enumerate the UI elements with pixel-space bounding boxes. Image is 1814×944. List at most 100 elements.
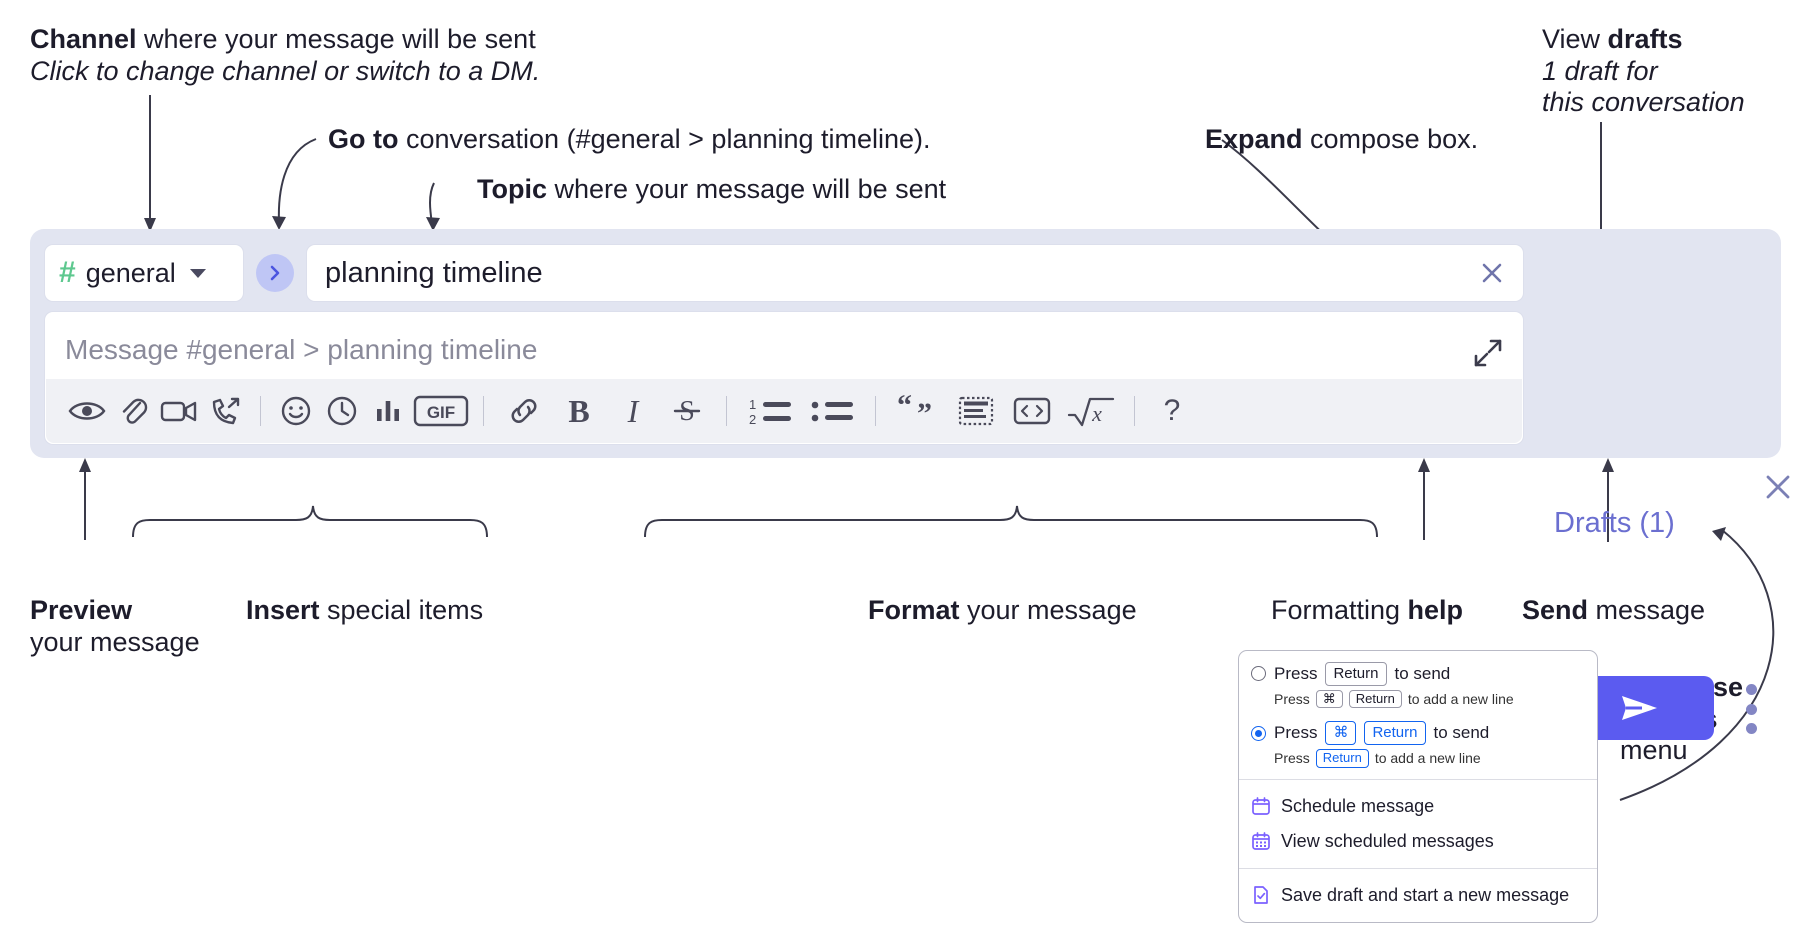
topic-field[interactable]: planning timeline — [306, 244, 1524, 302]
menu-item-label: Save draft and start a new message — [1281, 884, 1570, 905]
annotation-expand: Expand compose box. — [1205, 124, 1479, 154]
audio-clip-button[interactable] — [202, 388, 248, 434]
link-button[interactable] — [496, 388, 552, 434]
ordered-list-icon: 1 2 — [749, 397, 791, 427]
save-draft-icon — [1254, 886, 1268, 905]
formatting-toolbar: GIF B I S — [46, 379, 1522, 443]
annotation-formatting-help: Formatting help — [1271, 595, 1464, 625]
gif-icon: GIF — [413, 395, 469, 427]
toolbar-separator — [726, 396, 727, 426]
hash-icon: # — [59, 256, 76, 289]
svg-text:1: 1 — [749, 397, 756, 412]
chevron-down-icon — [189, 268, 206, 278]
svg-text:“: “ — [897, 395, 912, 422]
option1-sub-pre: Press — [1274, 690, 1310, 707]
menu-item-label: View scheduled messages — [1281, 830, 1494, 851]
compose-panel: # general planning timeline Message #gen… — [30, 229, 1790, 740]
svg-text:GIF: GIF — [427, 403, 455, 422]
option-press-return-to-send[interactable]: Press Return to send — [1239, 660, 1597, 688]
key-return: Return — [1364, 721, 1426, 745]
code-inline-icon — [1013, 397, 1051, 425]
latex-button[interactable]: x — [1060, 388, 1122, 434]
code-block-button[interactable] — [948, 388, 1004, 434]
option1-subtext: Press ⌘ Return to add a new line — [1239, 688, 1597, 711]
key-return: Return — [1348, 689, 1402, 709]
strikethrough-button[interactable]: S — [660, 388, 714, 434]
formatting-help-button[interactable]: ? — [1147, 388, 1197, 434]
reminder-button[interactable] — [319, 388, 365, 434]
expand-icon — [1474, 339, 1502, 367]
message-input-box[interactable]: Message #general > planning timeline — [44, 311, 1524, 445]
menu-item-schedule-message[interactable]: Schedule message — [1239, 789, 1597, 824]
option2-pre: Press — [1274, 723, 1318, 743]
italic-button[interactable]: I — [606, 388, 660, 434]
help-icon: ? — [1163, 394, 1181, 427]
key-return: Return — [1325, 662, 1387, 686]
option2-subtext: Press Return to add a new line — [1239, 747, 1597, 770]
annotation-goto: Go to conversation (#general > planning … — [328, 124, 931, 154]
blockquote-button[interactable]: “ ” — [888, 388, 948, 434]
emoji-icon — [281, 396, 311, 426]
annotation-format: Format your message — [868, 595, 1137, 625]
key-command: ⌘ — [1315, 689, 1343, 709]
compose-header-row: # general planning timeline — [44, 243, 1524, 303]
video-clip-button[interactable] — [156, 388, 202, 434]
preview-button[interactable] — [64, 388, 110, 434]
key-return: Return — [1315, 748, 1369, 768]
calendar-grid-icon — [1252, 832, 1270, 851]
radio-selected-icon[interactable] — [1251, 725, 1266, 741]
attachment-button[interactable] — [110, 388, 156, 434]
video-icon — [160, 401, 197, 422]
gif-button[interactable]: GIF — [411, 388, 471, 434]
channel-name-label: general — [85, 257, 176, 288]
compose-options-menu: Press Return to send Press ⌘ Return to a… — [1238, 650, 1598, 923]
code-block-icon — [958, 396, 994, 426]
bulleted-list-button[interactable] — [801, 388, 863, 434]
svg-text:x: x — [1091, 401, 1102, 426]
option1-sub-post: to add a new line — [1407, 690, 1514, 707]
option-press-cmd-return-to-send[interactable]: Press ⌘ Return to send — [1239, 719, 1597, 747]
ordered-list-button[interactable]: 1 2 — [739, 388, 801, 434]
compose-options-button[interactable] — [1740, 684, 1762, 734]
send-icon — [1622, 696, 1657, 720]
emoji-button[interactable] — [273, 388, 319, 434]
audio-call-icon — [212, 397, 240, 425]
attachment-icon — [122, 398, 148, 424]
toolbar-separator — [483, 396, 484, 426]
annotation-channel: Channel where your message will be sent … — [30, 24, 541, 86]
compose-inner: # general planning timeline Message #gen… — [44, 243, 1524, 445]
close-icon[interactable] — [1475, 256, 1509, 290]
drafts-link[interactable]: Drafts (1) — [1554, 507, 1675, 539]
strikethrough-icon: S — [673, 396, 701, 427]
option2-sub-pre: Press — [1274, 750, 1310, 767]
key-command: ⌘ — [1325, 721, 1357, 745]
preview-icon — [68, 402, 106, 420]
send-shortcut-options: Press Return to send Press ⌘ Return to a… — [1239, 651, 1597, 779]
bold-button[interactable]: B — [552, 388, 606, 434]
toolbar-separator — [260, 396, 261, 426]
panel-close-button[interactable] — [1760, 469, 1796, 510]
link-icon — [511, 399, 537, 423]
menu-item-view-scheduled-messages[interactable]: View scheduled messages — [1239, 824, 1597, 859]
channel-picker[interactable]: # general — [44, 244, 244, 302]
calendar-icon — [1252, 797, 1270, 816]
clock-icon — [327, 396, 357, 426]
poll-button[interactable] — [365, 388, 411, 434]
menu-divider — [1239, 867, 1597, 869]
expand-button[interactable] — [1471, 336, 1505, 375]
chevron-right-icon — [270, 265, 280, 281]
more-vertical-icon-dot — [1745, 684, 1757, 695]
toolbar-separator — [1134, 396, 1135, 426]
radio-unselected-icon[interactable] — [1251, 666, 1266, 682]
option1-post: to send — [1394, 663, 1451, 683]
bold-icon: B — [568, 392, 590, 429]
goto-conversation-button[interactable] — [256, 254, 294, 292]
menu-item-save-draft[interactable]: Save draft and start a new message — [1239, 878, 1597, 913]
menu-divider — [1239, 778, 1597, 780]
schedule-section: Schedule message View scheduled messages — [1239, 780, 1597, 868]
option1-pre: Press — [1274, 663, 1318, 683]
inline-code-button[interactable] — [1004, 388, 1060, 434]
option2-post: to send — [1433, 723, 1490, 743]
more-vertical-icon-dot — [1745, 703, 1757, 715]
topic-value: planning timeline — [325, 256, 543, 289]
